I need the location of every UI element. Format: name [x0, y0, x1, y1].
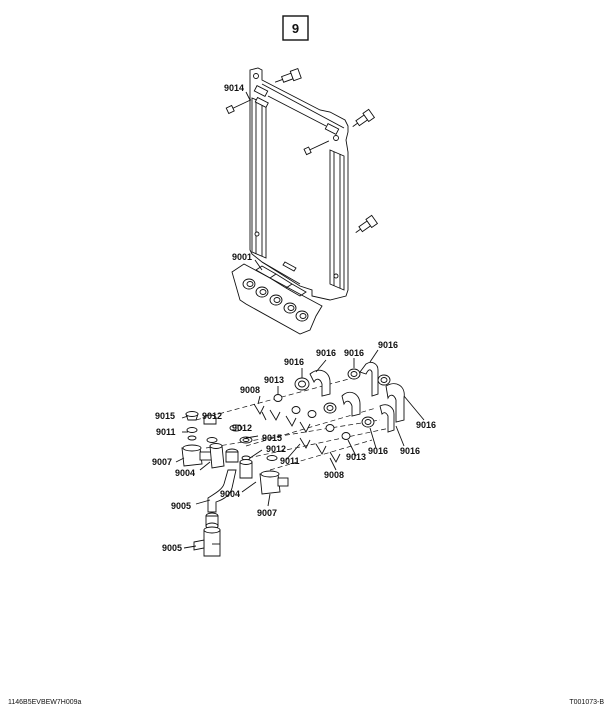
label-9007-b: 9007 [257, 508, 277, 518]
connection-plate [231, 263, 323, 335]
label-9012-a: 9012 [202, 411, 222, 421]
footer-code-right: T001073-B [569, 699, 604, 706]
label-9016-f: 9016 [368, 446, 388, 456]
valve-assembly-left [181, 411, 253, 469]
label-9016-e: 9016 [416, 420, 436, 430]
label-9005-a: 9005 [171, 501, 191, 511]
label-9008-a: 9008 [240, 385, 260, 395]
label-9012-b: 9012 [232, 423, 252, 433]
label-9012-c: 9012 [266, 444, 286, 454]
label-9005-b: 9005 [162, 543, 182, 553]
label-9011-b: 9011 [280, 456, 300, 466]
label-9015-a: 9015 [155, 411, 175, 421]
label-9016-a: 9016 [284, 357, 304, 367]
label-9013-a: 9013 [264, 375, 284, 385]
pipes-9016 [294, 361, 405, 433]
label-9016-c: 9016 [344, 348, 364, 358]
label-9007-a: 9007 [152, 457, 172, 467]
label-9016-d: 9016 [378, 340, 398, 350]
label-9016-g: 9016 [400, 446, 420, 456]
sheet-number-box: 9 [282, 15, 309, 41]
label-9013-b: 9013 [346, 452, 366, 462]
label-9011-a: 9011 [156, 427, 176, 437]
label-9004-a: 9004 [175, 468, 195, 478]
clips-9008 [253, 403, 341, 463]
flex-hose-9005 [193, 469, 237, 557]
label-9014: 9014 [224, 83, 244, 93]
leader-9014 [245, 91, 251, 101]
leader-9001 [254, 259, 263, 271]
frame-screws [225, 67, 379, 233]
mounting-frame-assembly [249, 67, 349, 301]
valve-assembly-right [239, 455, 289, 495]
leader-lines [175, 349, 425, 549]
footer-code-left: 1146B5EVBEW7H009a [8, 699, 82, 706]
washers-9013 [273, 394, 351, 440]
label-9008-b: 9008 [324, 470, 344, 480]
label-9004-b: 9004 [220, 489, 240, 499]
label-9016-b: 9016 [316, 348, 336, 358]
sheet-number: 9 [292, 21, 299, 36]
label-9001: 9001 [232, 252, 252, 262]
label-9015-b: 9015 [262, 433, 282, 443]
